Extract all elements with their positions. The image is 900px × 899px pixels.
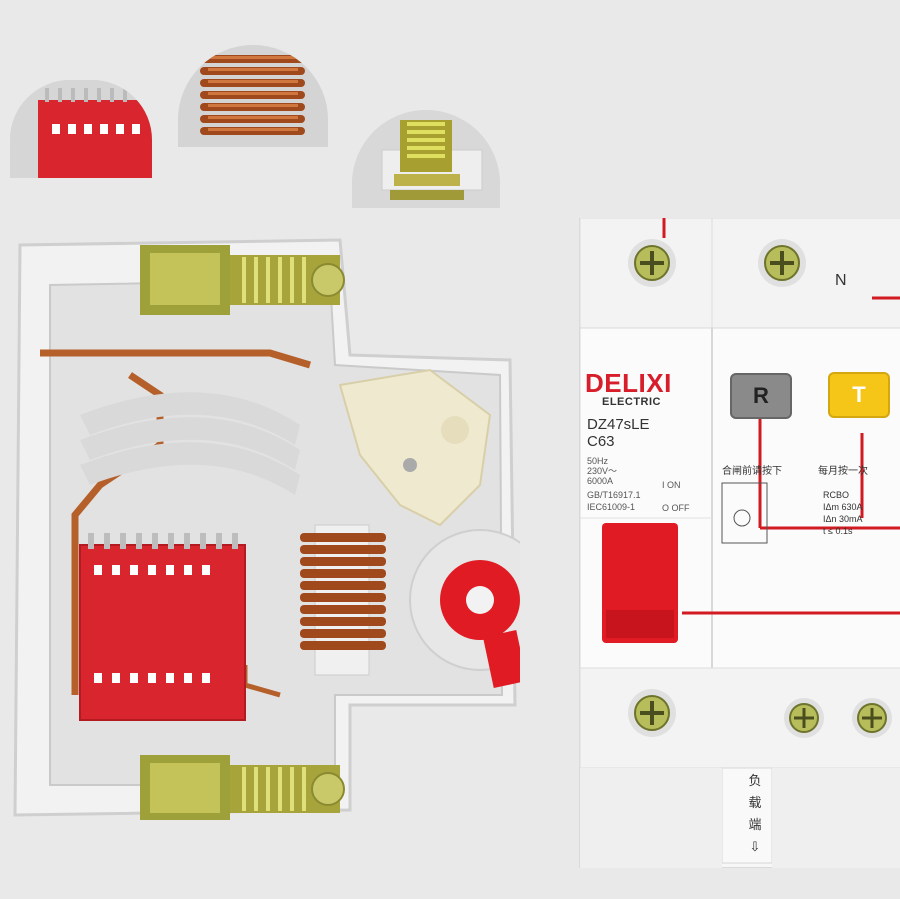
reset-button[interactable]: R xyxy=(730,373,792,419)
neutral-label-top: N xyxy=(835,272,847,289)
reset-note: 合闸前请按下 xyxy=(722,466,782,477)
switch-off-label: O OFF xyxy=(662,503,690,513)
zoom-detail-coil xyxy=(178,45,328,147)
zoom-detail-arc-chute xyxy=(10,80,152,178)
load-char: 载 xyxy=(748,795,762,810)
spec-line: 50Hz xyxy=(587,456,609,466)
spec-line: 6000A xyxy=(587,476,614,486)
model-number: DZ47sLE xyxy=(587,416,650,433)
down-arrow-icon: ⇩ xyxy=(749,839,761,854)
rcbo-spec-line: RCBO xyxy=(823,490,850,500)
test-note: 每月按一次 xyxy=(818,466,868,477)
rcbo-device-image xyxy=(572,217,900,869)
brand-subtitle: ELECTRIC xyxy=(602,396,661,408)
rcbo-spec-line: IΔn 30mA xyxy=(823,514,863,524)
brand-logo: DELIXI xyxy=(585,368,672,398)
spec-line: IEC61009-1 xyxy=(587,502,636,512)
rcbo-spec-line: IΔm 630A xyxy=(823,502,863,512)
load-char: 端 xyxy=(748,817,762,832)
spec-line: 230V～ xyxy=(587,466,618,476)
spec-line: GB/T16917.1 xyxy=(587,490,641,500)
load-char: 负 xyxy=(748,773,762,788)
zoom-detail-terminal-screw xyxy=(352,110,500,208)
load-side-label: 负 载 端 ⇩ xyxy=(740,770,770,858)
switch-on-label: I ON xyxy=(662,480,681,490)
current-rating: C63 xyxy=(587,433,615,450)
rcbo-spec-line: t ≤ 0.1s xyxy=(823,526,853,536)
test-button[interactable]: T xyxy=(828,372,890,418)
breaker-cutaway-image xyxy=(10,225,551,825)
